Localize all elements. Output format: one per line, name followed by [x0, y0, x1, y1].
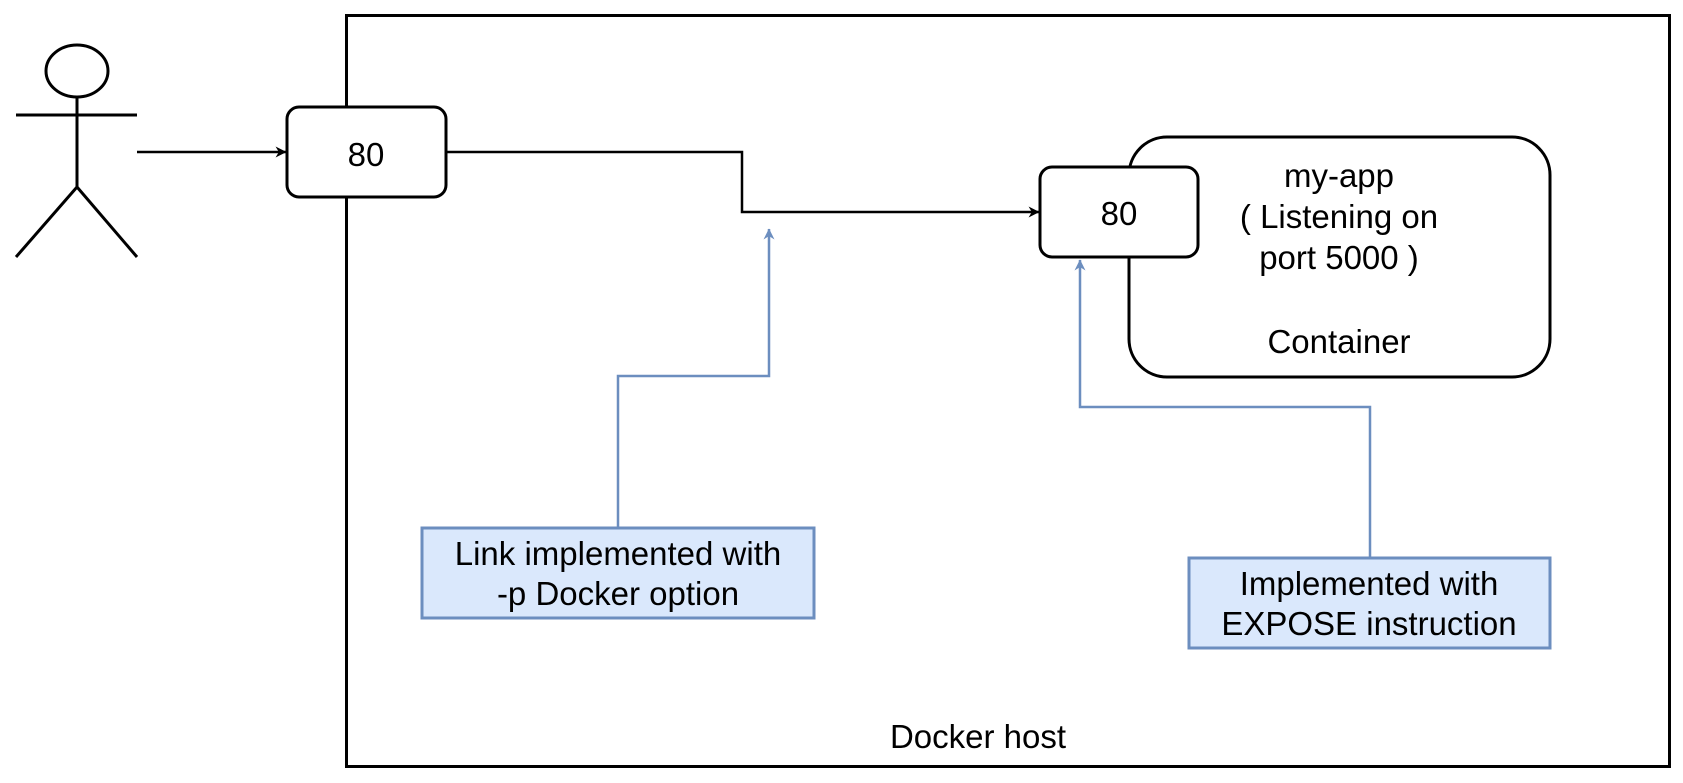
publish-note: Link implemented with -p Docker option — [420, 526, 816, 620]
user-icon — [14, 43, 139, 258]
docker-host-frame — [345, 14, 1671, 768]
expose-note-line1: Implemented with — [1240, 565, 1499, 602]
host-port-label: 80 — [348, 136, 385, 173]
container-listening-line1: ( Listening on — [1240, 198, 1438, 235]
expose-note: Implemented with EXPOSE instruction — [1187, 556, 1552, 650]
docker-host-label: Docker host — [890, 718, 1066, 755]
container-app-name: my-app — [1284, 157, 1394, 194]
expose-note-line2: EXPOSE instruction — [1221, 605, 1516, 642]
container-listening-line2: port 5000 ) — [1259, 239, 1419, 276]
host-to-container-port-link — [446, 150, 1040, 218]
publish-note-line2: -p Docker option — [497, 575, 739, 612]
publish-note-connector — [616, 228, 775, 527]
host-port-box: 80 — [285, 105, 448, 199]
expose-note-connector — [1074, 259, 1372, 557]
container-port-box: 80 — [1038, 165, 1200, 259]
container-label: Container — [1267, 323, 1410, 360]
container-box: my-app ( Listening on port 5000 ) Contai… — [1127, 135, 1552, 379]
docker-host: Docker host — [345, 14, 1671, 768]
container-port-label: 80 — [1101, 195, 1138, 232]
publish-note-line1: Link implemented with — [455, 535, 782, 572]
